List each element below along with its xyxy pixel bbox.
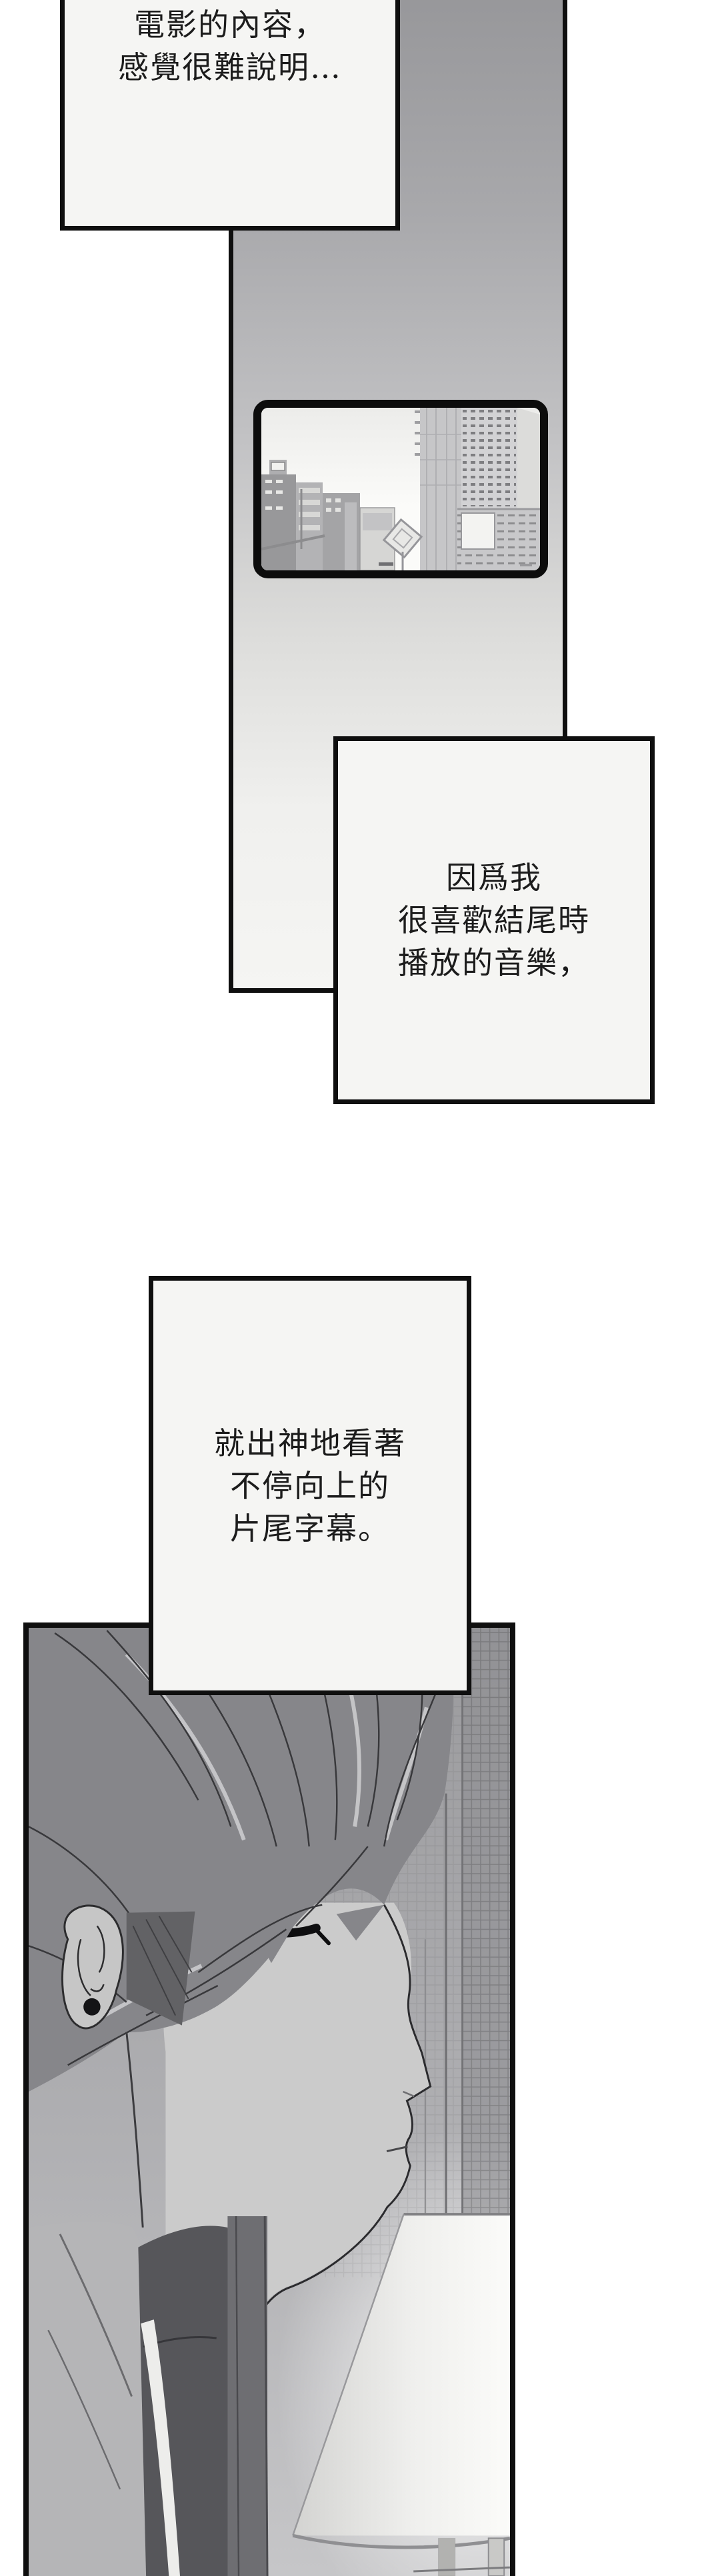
shirt-back: [29, 2221, 169, 2576]
caption-line: 播放的音樂，: [398, 945, 590, 981]
caption-line: 很喜歡結尾時: [398, 902, 590, 938]
tv-screen-cityscape: [261, 408, 540, 570]
lampshade: [293, 2214, 510, 2536]
caption-line: 就出神地看著: [214, 1425, 406, 1461]
television-frame: [253, 400, 548, 578]
caption-line: 不停向上的: [230, 1467, 390, 1504]
ear: [61, 1904, 124, 2030]
caption-line: 電影的內容，: [134, 7, 326, 43]
caption-line: 因爲我: [446, 860, 542, 896]
collar-highlight: [141, 2319, 180, 2576]
profile-outline: [243, 1904, 432, 2365]
character-illustration: [29, 1628, 510, 2576]
sideburn-shadow: [126, 1911, 195, 2026]
neck-back-line: [125, 2032, 144, 2228]
hair: [29, 1628, 454, 2228]
caption-box-middle: 因爲我 很喜歡結尾時 播放的音樂，: [333, 736, 655, 1104]
character-panel: [23, 1622, 515, 2576]
clothing: [29, 2216, 269, 2576]
eyelash-tick: [314, 1928, 331, 1946]
caption-line: 片尾字幕。: [230, 1510, 390, 1547]
caption-box-top: 電影的內容， 感覺很難說明…: [60, 0, 400, 231]
caption-box-bottom: 就出神地看著 不停向上的 片尾字幕。: [149, 1276, 471, 1695]
earring-dot: [83, 1998, 101, 2016]
caption-line: 感覺很難說明…: [118, 49, 342, 85]
nose-line: [403, 2090, 415, 2098]
dark-door-column: [227, 2216, 268, 2576]
mouth-line: [386, 2146, 408, 2153]
lamp: [292, 2213, 510, 2576]
